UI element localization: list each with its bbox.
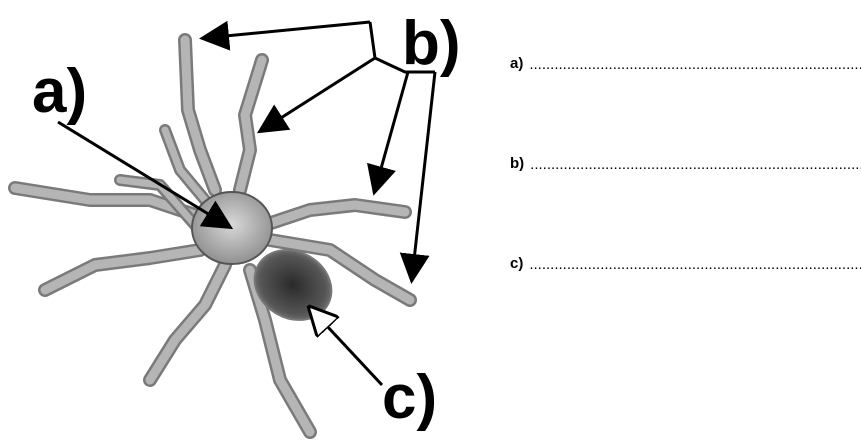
arrow-b-1: [205, 22, 370, 38]
answer-letter-c: c): [510, 255, 523, 272]
answer-row-b[interactable]: b) .....................................…: [510, 148, 861, 172]
answer-row-a[interactable]: a) .....................................…: [510, 48, 861, 72]
arrow-c: [312, 310, 382, 385]
label-a: a): [32, 57, 87, 126]
answer-blank-a[interactable]: ........................................…: [529, 57, 861, 72]
label-c: c): [382, 363, 437, 432]
cephalothorax: [192, 192, 272, 264]
label-b: b): [402, 9, 461, 78]
arrow-b-3: [375, 72, 408, 190]
arrow-b-2: [262, 58, 375, 130]
arrow-b-4: [412, 72, 435, 278]
answer-letter-a: a): [510, 55, 523, 72]
answer-blank-b[interactable]: ........................................…: [530, 157, 861, 172]
answer-letter-b: b): [510, 155, 524, 172]
answer-row-c[interactable]: c) .....................................…: [510, 248, 861, 272]
answer-blank-c[interactable]: ........................................…: [529, 257, 861, 272]
